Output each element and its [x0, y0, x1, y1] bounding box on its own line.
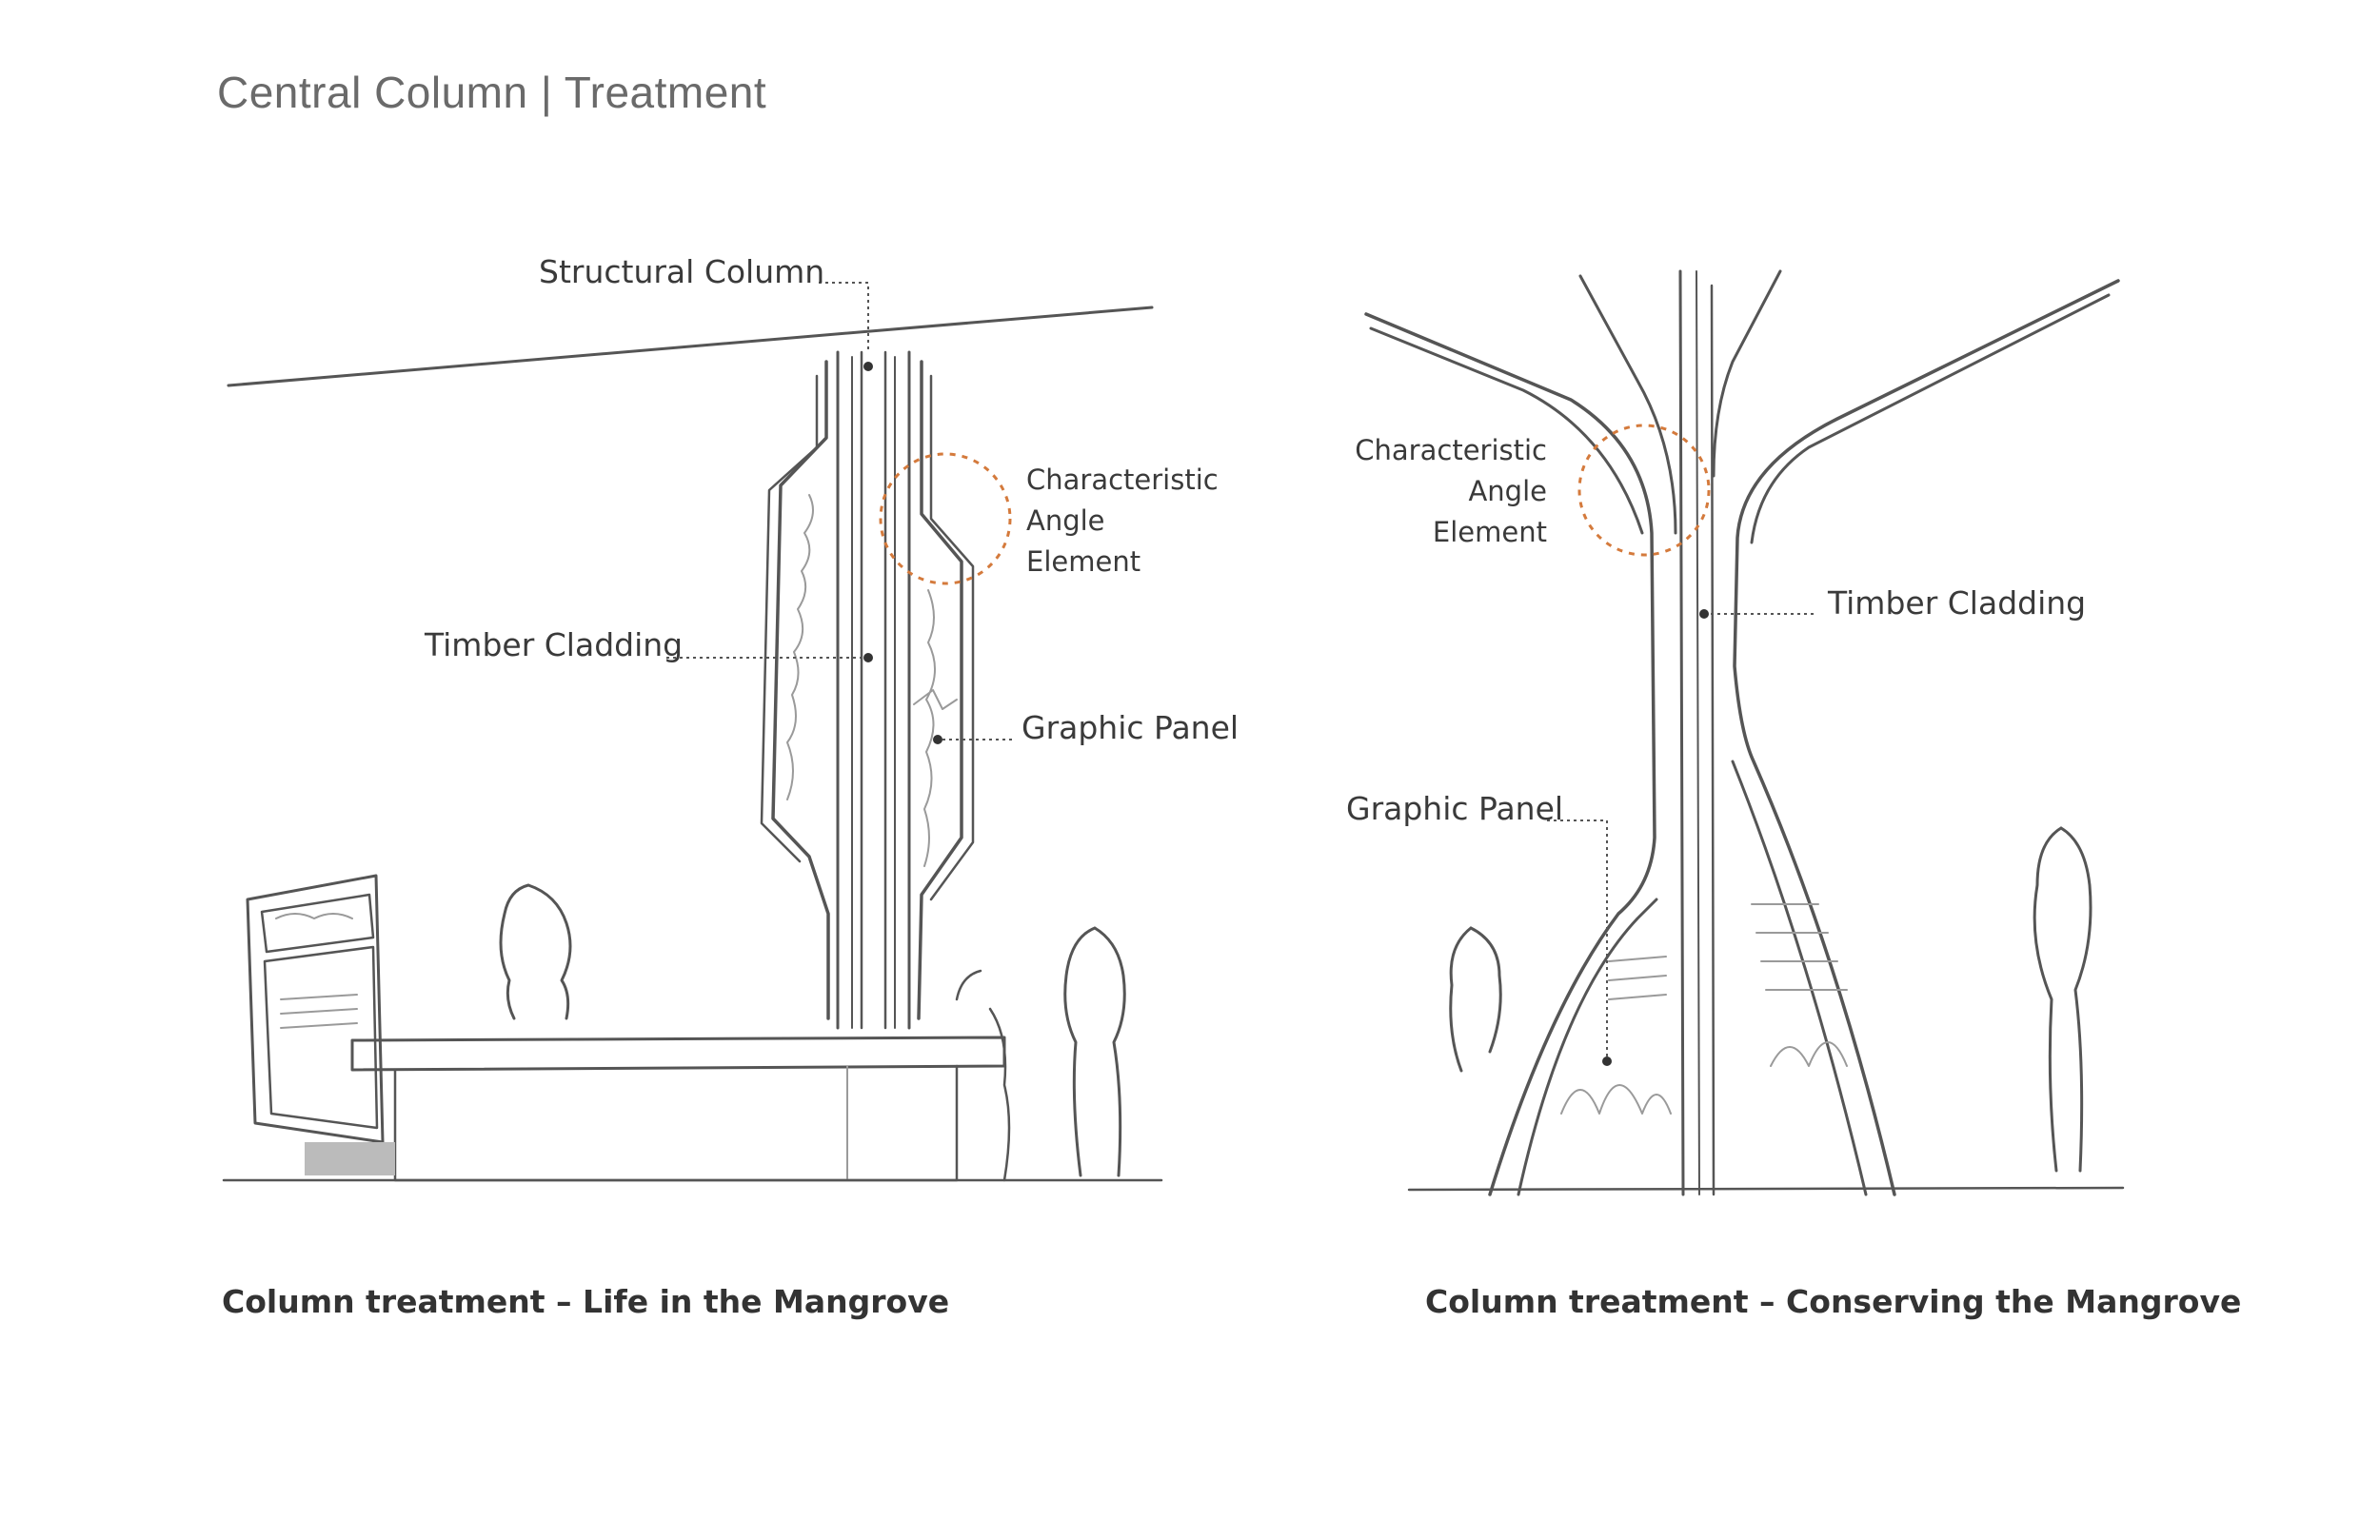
right-sketch-drawing — [1364, 269, 2125, 1196]
dot-structural-column — [863, 362, 873, 371]
dot-timber-cladding-left — [863, 653, 873, 662]
dot-graphic-panel-left — [933, 735, 942, 744]
label-graphic-panel-right: Graphic Panel — [1346, 790, 1564, 827]
caption-left: Column treatment – Life in the Mangrove — [222, 1283, 950, 1320]
angle-label-line2-left: Angle — [1026, 504, 1105, 537]
angle-label-line1-right: Characteristic — [1355, 434, 1547, 466]
angle-element-circle-left — [879, 452, 1012, 585]
label-graphic-panel-left: Graphic Panel — [1021, 709, 1240, 746]
angle-label-line2-right: Angle — [1468, 475, 1547, 507]
left-sketch-drawing — [222, 306, 1163, 1182]
label-structural-column: Structural Column — [539, 253, 825, 290]
page-title: Central Column | Treatment — [217, 68, 767, 117]
leader-graphic-panel-right — [1547, 819, 1608, 1061]
angle-label-line3-left: Element — [1026, 545, 1141, 578]
angle-label-line3-right: Element — [1432, 516, 1547, 548]
angle-element-circle-right — [1577, 424, 1711, 557]
caption-right: Column treatment – Conserving the Mangro… — [1425, 1283, 2242, 1320]
label-characteristic-angle-element-left: Characteristic Angle Element — [1026, 460, 1219, 582]
label-timber-cladding-left: Timber Cladding — [425, 626, 684, 663]
label-characteristic-angle-element-right: Characteristic Angle Element — [1333, 430, 1547, 553]
leader-structural-column — [819, 282, 869, 352]
dot-graphic-panel-right — [1602, 1056, 1612, 1066]
label-timber-cladding-right: Timber Cladding — [1828, 584, 2087, 622]
angle-label-line1-left: Characteristic — [1026, 464, 1219, 496]
dot-timber-cladding-right — [1699, 609, 1709, 619]
